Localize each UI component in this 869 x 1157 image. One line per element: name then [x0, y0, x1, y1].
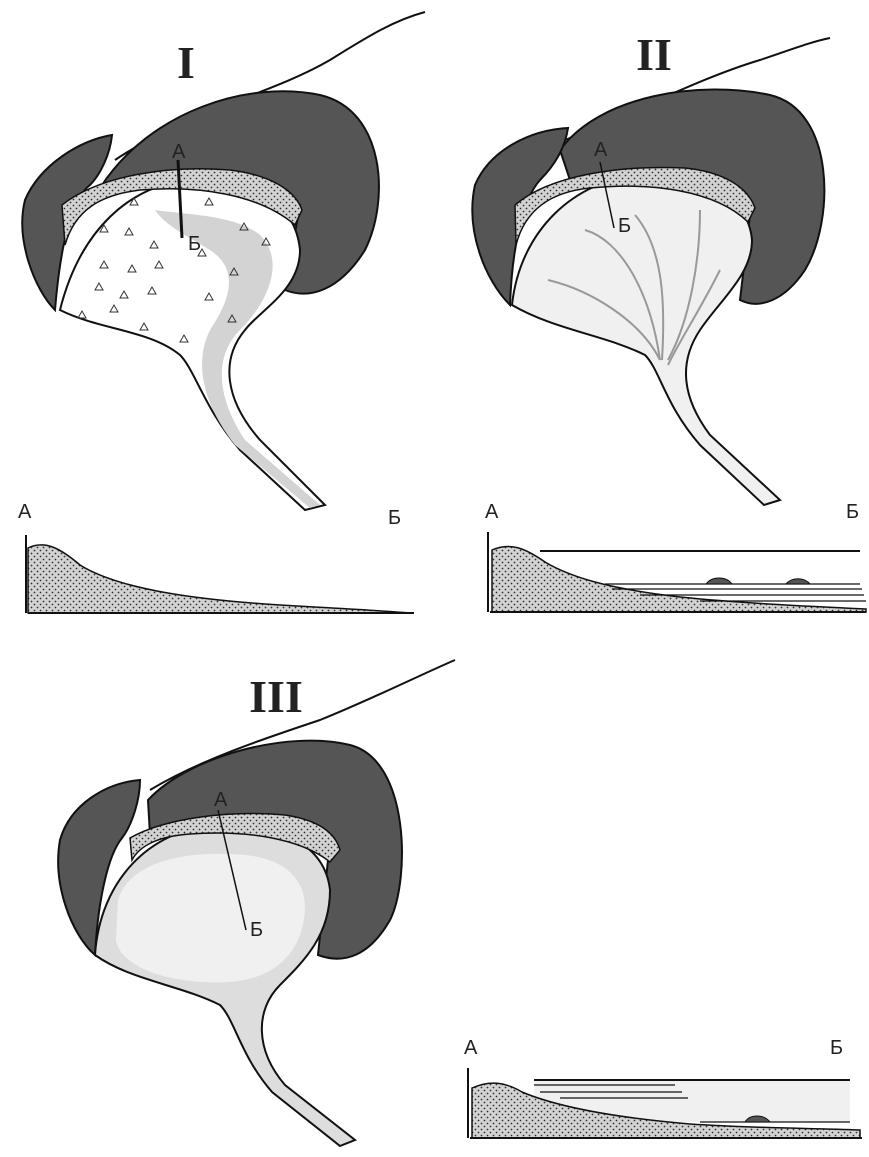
profile-1-label-b: Б — [388, 507, 401, 529]
profile-2-label-b: Б — [846, 501, 859, 523]
profile-2-label-a: А — [485, 501, 499, 523]
panel-1-label-a: А — [172, 141, 186, 163]
panel-2-numeral: II — [636, 29, 672, 80]
panel-2-label-b: Б — [618, 215, 631, 237]
profile-1: А Б — [18, 501, 414, 613]
profile-1-sediment — [28, 545, 412, 613]
panel-1: I А Б — [22, 12, 425, 510]
panel-1-numeral: I — [177, 37, 195, 88]
panel-2-label-a: А — [594, 139, 608, 161]
profile-2: А Б — [485, 501, 866, 612]
profile-3: А Б — [464, 1037, 862, 1138]
profile-3-label-b: Б — [830, 1037, 843, 1059]
panel-3-lake-core — [116, 854, 305, 983]
panel-3: III А Б — [58, 660, 455, 1146]
profile-3-label-a: А — [464, 1037, 478, 1059]
panel-3-numeral: III — [249, 671, 303, 722]
panel-3-label-b: Б — [250, 919, 263, 941]
panel-1-label-b: Б — [188, 233, 201, 255]
panel-3-label-a: А — [214, 789, 228, 811]
panel-2: II А Б — [472, 29, 830, 505]
profile-1-label-a: А — [18, 501, 32, 523]
